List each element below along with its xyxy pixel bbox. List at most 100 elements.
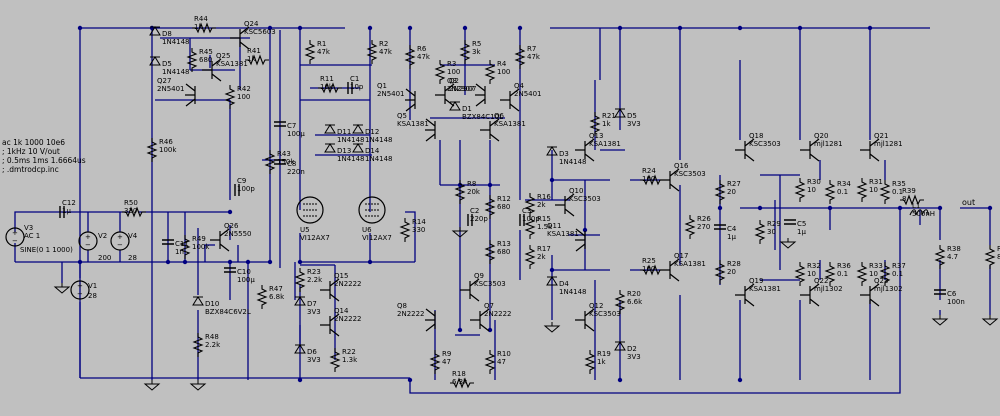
component-value-label: 3V3 [307, 356, 321, 364]
wire-junction [457, 182, 463, 188]
component-value-label: 2N2222 [397, 310, 425, 318]
wire-junction [549, 267, 555, 273]
vacuum-tube [358, 196, 386, 224]
component-value-label: 47 [442, 358, 451, 366]
component-ref-label: R46 [159, 138, 173, 146]
component-ref-label: U6 [362, 226, 372, 234]
wire-junction [827, 205, 833, 211]
component-ref-label: Q21 [874, 132, 888, 140]
vacuum-tube [296, 196, 324, 224]
wire-junction [77, 259, 83, 265]
component-value-label: 100 [497, 68, 510, 76]
component-value-label: 1n [175, 248, 184, 256]
component-ref-label: C1 [350, 75, 359, 83]
component-value-label: 1N4148 [162, 68, 190, 76]
component-value-label: 1µ [62, 207, 71, 215]
component-value-label: 330 [124, 207, 137, 215]
transistor [480, 118, 500, 142]
component-ref-label: R30 [807, 178, 821, 186]
component-ref-label: D7 [307, 300, 317, 308]
component-ref-label: R43 [277, 150, 291, 158]
component-value-label: KSC3503 [474, 280, 506, 288]
component-ref-label: Q8 [397, 302, 407, 310]
polarity-sign: − [117, 241, 123, 249]
component-value-label: KSC3503 [749, 140, 781, 148]
transistor [800, 138, 820, 162]
resistor [404, 45, 416, 69]
resistor [856, 178, 868, 202]
resistor [264, 150, 276, 174]
component-ref-label: Q4 [514, 82, 525, 90]
component-value-label: 3V3 [627, 120, 641, 128]
source-value-label: AC 1 [24, 232, 40, 240]
component-value-label: 1N4148 [365, 155, 393, 163]
voltage-source [78, 231, 98, 251]
component-ref-label: D11 [337, 128, 351, 136]
resistor [640, 174, 664, 186]
component-value-label: 100 [447, 68, 460, 76]
transistor [575, 228, 586, 252]
component-value-label: 20 [727, 268, 736, 276]
transistor [860, 283, 880, 307]
component-ref-label: D3 [559, 150, 569, 158]
component-value-label: 1N4148 [365, 136, 393, 144]
component-ref-label: Q10 [569, 187, 583, 195]
component-value-label: 0.1 [892, 188, 903, 196]
component-ref-label: R2 [379, 40, 388, 48]
capacitor [934, 289, 946, 295]
component-value-label: KSA1381 [674, 260, 706, 268]
wire [14, 211, 130, 232]
component-ref-label: R17 [537, 245, 551, 253]
transistor [475, 83, 486, 107]
component-value-label: 2N2907 [447, 85, 475, 93]
polarity-sign: − [12, 237, 18, 245]
component-ref-label: D6 [307, 348, 317, 356]
component-value-label: 1N4148 [559, 158, 587, 166]
component-value-label: BZX84C6V2L [205, 308, 251, 316]
ground-symbol [451, 227, 469, 238]
ground-symbol [143, 380, 161, 391]
resistor [584, 350, 596, 374]
component-ref-label: U5 [300, 226, 310, 234]
inductor [909, 209, 929, 216]
component-ref-label: D5 [162, 60, 172, 68]
transistor [425, 308, 436, 332]
resistor [434, 60, 446, 84]
component-value-label: 220n [287, 168, 305, 176]
voltage-source [70, 280, 90, 300]
component-ref-label: R10 [497, 350, 511, 358]
resistor [318, 82, 342, 94]
wire-junction [937, 205, 943, 211]
component-ref-label: R38 [947, 245, 961, 253]
resistor [879, 262, 891, 286]
resistor [714, 180, 726, 204]
component-ref-label: R19 [597, 350, 611, 358]
component-value-label: 1k [597, 358, 606, 366]
resistor [684, 215, 696, 239]
component-ref-label: C5 [797, 220, 806, 228]
component-ref-label: R45 [199, 48, 213, 56]
wire-junction [457, 327, 463, 333]
component-ref-label: Q2 [449, 77, 459, 85]
component-ref-label: C10 [237, 268, 251, 276]
wire-junction [737, 25, 743, 31]
component-value-label: 3k [472, 48, 481, 56]
component-ref-label: R50 [124, 199, 138, 207]
spice-directive: ; 0.5ms 1ms 1.6664us [2, 156, 86, 165]
component-ref-label: Q14 [334, 307, 349, 315]
component-value-label: 150k [277, 158, 295, 166]
component-ref-label: Q7 [484, 302, 494, 310]
component-ref-label: Q3 [447, 77, 457, 85]
diode [324, 143, 336, 153]
resistor [879, 180, 891, 204]
component-ref-label: R11 [320, 75, 334, 83]
component-ref-label: R44 [194, 15, 208, 23]
component-ref-label: R13 [497, 240, 511, 248]
component-value-label: 6.6k [627, 298, 643, 306]
component-value-label: 20 [727, 188, 736, 196]
resistor [484, 60, 496, 84]
transistor [800, 283, 820, 307]
wire-junction [987, 205, 993, 211]
resistor [192, 333, 204, 357]
resistor [484, 240, 496, 264]
